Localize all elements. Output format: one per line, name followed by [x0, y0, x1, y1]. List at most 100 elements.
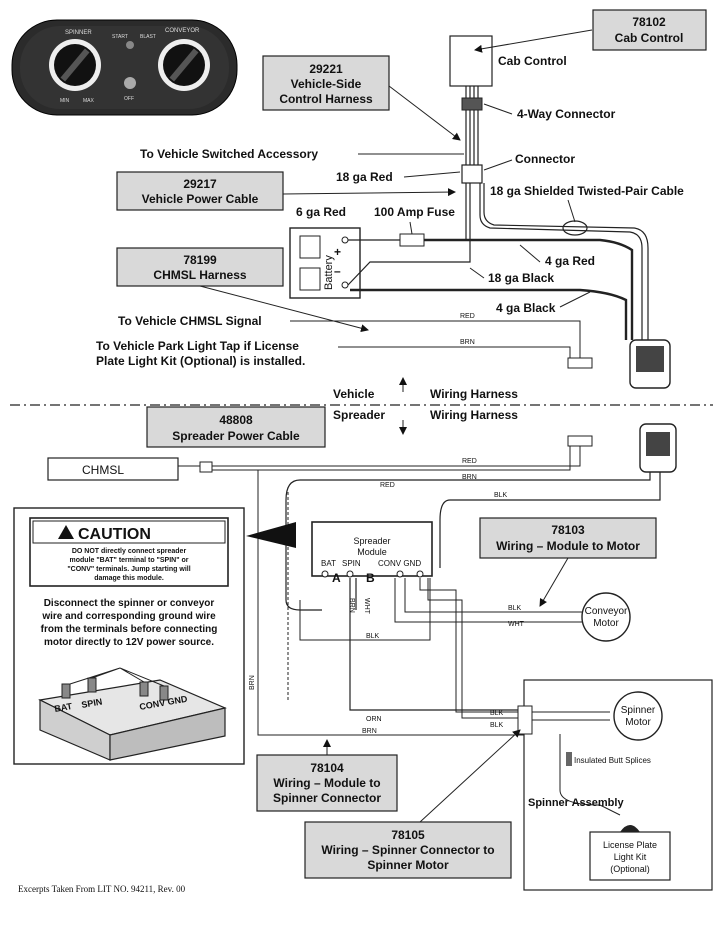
- module-bat: BAT: [321, 559, 336, 568]
- illus-bat: BAT: [54, 701, 74, 714]
- part-78105-line2: Spinner Motor: [367, 858, 449, 872]
- module-label-2: Module: [357, 547, 387, 557]
- spinner-assembly-label: Spinner Assembly: [528, 797, 624, 809]
- part-29217-name: Vehicle Power Cable: [142, 192, 259, 206]
- chmsl-connector-bottom: [567, 435, 593, 447]
- harness-label-bottom: Wiring Harness: [430, 408, 518, 422]
- module-spin: SPIN: [342, 559, 361, 568]
- tag-red-1: RED: [460, 313, 475, 320]
- part-78105-line1: Wiring – Spinner Connector to: [321, 843, 494, 857]
- part-29221-box: 29221 Vehicle-Side Control Harness: [262, 55, 390, 111]
- part-29221-line1: Vehicle-Side: [291, 77, 362, 91]
- part-78102-box: 78102 Cab Control: [592, 9, 707, 51]
- part-78102-name: Cab Control: [615, 31, 684, 45]
- conveyor-text: CONVEYOR: [165, 28, 200, 34]
- tag-brn-1: BRN: [460, 339, 475, 346]
- fuse-100a: [399, 233, 425, 247]
- part-29217-box: 29217 Vehicle Power Cable: [116, 171, 284, 211]
- fuse-label: 100 Amp Fuse: [374, 205, 455, 219]
- tag-orn-1: ORN: [366, 716, 382, 723]
- black18-label: 18 ga Black: [488, 271, 554, 285]
- part-78104-box: 78104 Wiring – Module to Spinner Connect…: [256, 754, 398, 812]
- tag-brn-4: BRN: [362, 728, 377, 735]
- part-78104-number: 78104: [310, 761, 344, 775]
- tag-blk-2: BLK: [508, 605, 522, 612]
- spinner-text: SPINNER: [65, 30, 92, 36]
- module-b: B: [366, 571, 375, 585]
- caution-warn-1: DO NOT directly connect spreader: [72, 548, 187, 555]
- illus-spin: SPIN: [81, 696, 103, 709]
- part-78199-name: CHMSL Harness: [153, 268, 246, 282]
- part-78102-number: 78102: [632, 15, 666, 29]
- cab-control-panel: SPINNER CONVEYOR START BLAST OFF MIN MAX: [11, 19, 238, 116]
- spinner-motor-label-1: Spinner: [621, 705, 656, 716]
- spinner-connector: [517, 705, 533, 735]
- vehicle-label: Vehicle: [333, 387, 375, 401]
- spinner-motor-label-2: Motor: [625, 717, 651, 728]
- blast-text: BLAST: [140, 34, 156, 40]
- warning-icon: [58, 525, 74, 539]
- shielded-label: 18 ga Shielded Twisted-Pair Cable: [490, 184, 684, 198]
- tag-brn-3: BRN: [249, 675, 256, 690]
- part-78105-number: 78105: [391, 828, 425, 842]
- cab-control-module: Cab Control: [449, 35, 567, 87]
- module-illustration: BAT SPIN CONV GND: [38, 667, 227, 761]
- chmsl-label: CHMSL: [82, 463, 124, 477]
- conveyor-motor-label-1: Conveyor: [585, 606, 628, 617]
- start-text: START: [112, 34, 128, 40]
- part-78103-number: 78103: [551, 523, 585, 537]
- part-29217-number: 29217: [183, 177, 217, 191]
- license-label-2: Light Kit: [614, 852, 647, 862]
- spreader-module: Spreader Module BAT SPIN CONV GND A B: [311, 521, 433, 585]
- butt-splice-label: Insulated Butt Splices: [574, 756, 651, 765]
- tag-wht-1: WHT: [363, 598, 370, 615]
- module-label-1: Spreader: [353, 536, 390, 546]
- caution-pointer: [246, 522, 296, 548]
- tag-red-3: RED: [380, 482, 395, 489]
- tag-brn-5: BRN: [348, 598, 355, 613]
- harness-label-top: Wiring Harness: [430, 387, 518, 401]
- red18-label: 18 ga Red: [336, 170, 393, 184]
- chmsl-box: CHMSL: [47, 457, 179, 481]
- tag-blk-4: BLK: [490, 710, 504, 717]
- tag-blk-5: BLK: [490, 722, 504, 729]
- caution-title: CAUTION: [78, 526, 151, 543]
- part-78199-box: 78199 CHMSL Harness: [116, 247, 284, 287]
- caution-warn-4: damage this module.: [94, 575, 164, 582]
- to-accessory-label: To Vehicle Switched Accessory: [140, 147, 318, 161]
- black4-label: 4 ga Black: [496, 301, 556, 315]
- part-78104-line2: Spinner Connector: [273, 791, 381, 805]
- park-label-2: Plate Light Kit (Optional) is installed.: [96, 354, 305, 368]
- part-29221-line2: Control Harness: [279, 92, 373, 106]
- off-text: OFF: [124, 96, 134, 102]
- tag-wht-2: WHT: [508, 621, 525, 628]
- footer-text: Excerpts Taken From LIT NO. 94211, Rev. …: [18, 884, 186, 894]
- caution-body-3: from the terminals before connecting: [41, 624, 218, 635]
- module-conv-gnd: CONV GND: [378, 559, 421, 568]
- tag-blk-3: BLK: [366, 633, 380, 640]
- red4-label: 4 ga Red: [545, 254, 595, 268]
- red6-label: 6 ga Red: [296, 205, 346, 219]
- license-plate-light-kit: License Plate Light Kit (Optional): [589, 825, 671, 881]
- part-78103-name: Wiring – Module to Motor: [496, 539, 640, 553]
- caution-body-2: wire and corresponding ground wire: [41, 611, 216, 622]
- part-48808-number: 48808: [219, 413, 253, 427]
- connector-label: Connector: [515, 152, 575, 166]
- license-label-3: (Optional): [610, 864, 650, 874]
- caution-warn-3: "CONV" terminals. Jump starting will: [67, 566, 190, 573]
- caution-body-4: motor directly to 12V power source.: [44, 637, 214, 648]
- cab-control-label: Cab Control: [498, 54, 567, 68]
- caution-warn-2: module "BAT" terminal to "SPIN" or: [70, 557, 189, 564]
- off-button: [124, 77, 136, 89]
- min-text: MIN: [60, 98, 70, 104]
- part-48808-name: Spreader Power Cable: [172, 429, 300, 443]
- tag-blk-1: BLK: [494, 492, 508, 499]
- conveyor-motor-label-2: Motor: [593, 618, 619, 629]
- four-way-connector: [461, 97, 483, 111]
- connector: [461, 164, 483, 184]
- max-text: MAX: [83, 98, 95, 104]
- four-way-label: 4-Way Connector: [517, 107, 616, 121]
- part-29221-number: 29221: [309, 62, 343, 76]
- chmsl-connector-top: [567, 357, 593, 369]
